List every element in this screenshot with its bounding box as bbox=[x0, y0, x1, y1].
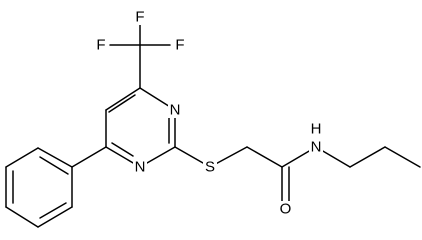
atom-n-ring-lower: N bbox=[133, 159, 147, 176]
bond-ring-phenyl bbox=[71, 146, 107, 168]
bond-ph-1-2-inner bbox=[39, 156, 69, 175]
bond-ch2-co bbox=[246, 146, 283, 168]
atom-s-thioether: S bbox=[203, 159, 217, 176]
atom-f-right-label: F bbox=[175, 37, 184, 54]
atom-n-amide-label: N bbox=[311, 139, 322, 156]
bond-ph-2-3 bbox=[5, 147, 39, 168]
atom-labels: F F F N N S O H N bbox=[95, 9, 323, 218]
bond-propyl-1 bbox=[349, 146, 386, 168]
atom-h-amide-label: H bbox=[311, 121, 322, 138]
molecule-diagram: F F F N N S O H N bbox=[5, 9, 421, 228]
bond-c4-c5 bbox=[105, 87, 141, 111]
atom-f-top: F bbox=[134, 9, 146, 26]
bond-ph-1-2 bbox=[37, 147, 73, 168]
bond-lines bbox=[5, 24, 421, 228]
atom-f-left-label: F bbox=[96, 37, 105, 54]
atom-f-top-label: F bbox=[135, 9, 144, 26]
atom-n-ring-upper-label: N bbox=[170, 102, 181, 119]
atom-n-ring-upper: N bbox=[168, 102, 182, 119]
bond-propyl-2 bbox=[384, 146, 421, 168]
bond-ph-5-6-inner bbox=[39, 202, 67, 219]
bond-ph-4-5 bbox=[5, 206, 39, 228]
atom-n-amide: H N bbox=[309, 120, 323, 156]
atom-o-label: O bbox=[280, 201, 292, 218]
bond-c4-c5-inner bbox=[108, 94, 136, 113]
bond-c6-n1-inner bbox=[111, 142, 134, 157]
atom-f-right: F bbox=[174, 37, 186, 54]
atom-f-left: F bbox=[95, 37, 107, 54]
atom-s-label: S bbox=[205, 159, 215, 176]
bond-ph-5-6 bbox=[37, 206, 73, 228]
atom-n-ring-lower-label: N bbox=[135, 159, 146, 176]
atom-o-carbonyl: O bbox=[278, 201, 293, 218]
